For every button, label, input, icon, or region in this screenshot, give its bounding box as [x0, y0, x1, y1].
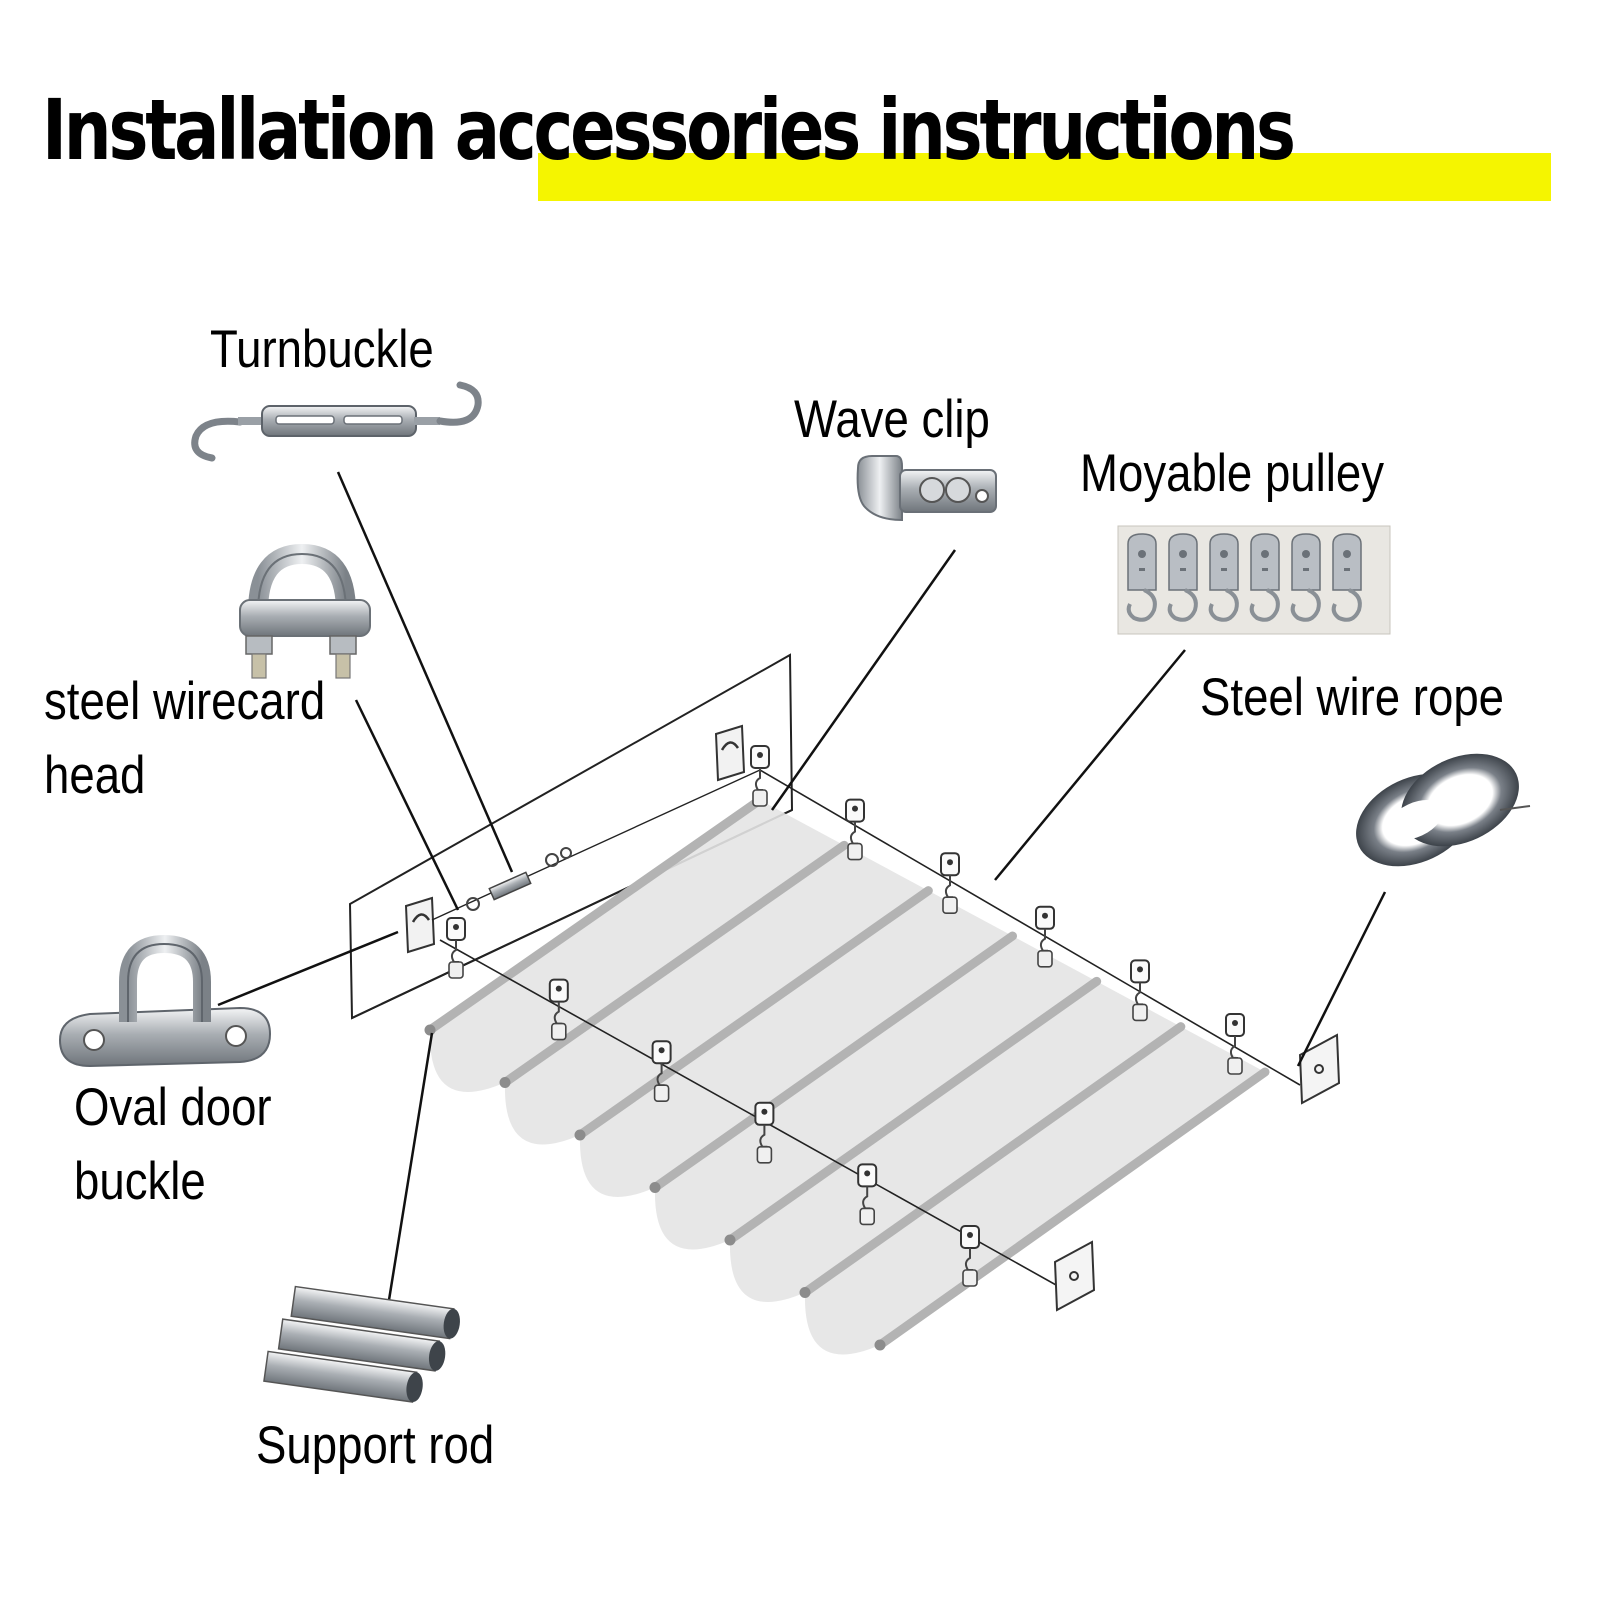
support-rod-5	[725, 976, 1102, 1245]
pulley-back-6	[1225, 1013, 1245, 1075]
pulley-back-4	[1035, 905, 1055, 968]
pulley-sample-4	[1249, 533, 1280, 622]
label-wave-clip: Wave clip	[794, 390, 990, 449]
support-rod-2	[500, 840, 849, 1087]
pulley-front-2	[548, 978, 569, 1041]
page-title: Installation accessories instructions	[42, 81, 1296, 179]
pulley-sample-5	[1290, 533, 1321, 622]
pulley-back-2	[845, 798, 865, 861]
label-wirecard-head-line1: steel wirecard	[44, 672, 326, 731]
wall-plate-right	[714, 724, 746, 782]
wave-clip-icon	[856, 455, 997, 522]
oval-door-buckle-icon	[58, 934, 272, 1068]
label-wirecard-head-line2: head	[44, 746, 146, 805]
ground-plate-back	[1298, 1033, 1341, 1105]
label-movable-pulley: Moyable pulley	[1080, 444, 1385, 503]
leader-lines	[217, 471, 1387, 1301]
turnbuckle-icon	[191, 381, 482, 462]
support-rod-end-7	[874, 1339, 886, 1351]
pulley-sample-6	[1331, 533, 1362, 622]
support-rod-1	[425, 795, 765, 1035]
wire-rope-coil-icon	[1356, 753, 1531, 867]
pulley-back-1	[750, 745, 770, 807]
pulleys-group	[446, 745, 1245, 1287]
support-rod-4	[650, 931, 1017, 1192]
support-rod-end-3	[574, 1129, 586, 1141]
label-steel-wire-rope: Steel wire rope	[1200, 668, 1505, 727]
label-oval-door-buckle-line1: Oval door	[74, 1078, 272, 1137]
ground-plate-front	[1053, 1240, 1096, 1312]
wall-plate-left	[404, 896, 436, 954]
leader-wire-rope	[1296, 891, 1387, 1067]
support-rod-end-6	[799, 1287, 811, 1298]
movable-pulley-icon	[1117, 525, 1391, 635]
pulley-sample-1	[1126, 533, 1157, 622]
support-rod-end-5	[724, 1234, 736, 1246]
support-rod-icon	[263, 1285, 460, 1403]
pulley-sample-2	[1167, 533, 1198, 622]
leader-movable-pulley	[994, 649, 1186, 881]
leader-turnbuckle	[336, 471, 514, 873]
support-rod-7	[875, 1067, 1270, 1350]
label-oval-door-buckle-line2: buckle	[74, 1152, 206, 1211]
label-turnbuckle: Turnbuckle	[210, 320, 434, 379]
leader-oval-door-buckle	[217, 930, 399, 1007]
pulley-front-3	[651, 1040, 672, 1102]
support-rod-end-1	[424, 1024, 436, 1036]
installed-turnbuckle	[466, 847, 572, 911]
leader-wirecard-head	[354, 699, 460, 911]
label-support-rod: Support rod	[256, 1416, 495, 1475]
pulley-front-5	[857, 1163, 878, 1226]
pulley-sample-3	[1208, 533, 1239, 622]
pulley-front-6	[960, 1225, 980, 1287]
support-rods-group	[424, 795, 1270, 1351]
pulley-back-3	[940, 852, 960, 915]
pulley-back-5	[1130, 959, 1150, 1022]
pulley-front-4	[754, 1101, 775, 1164]
title-highlight	[538, 153, 1551, 201]
support-rod-3	[575, 886, 933, 1140]
leader-wave-clip	[770, 549, 957, 811]
wire-clip-icon	[239, 543, 371, 679]
support-rod-end-4	[649, 1182, 661, 1193]
support-rod-6	[800, 1022, 1186, 1297]
pulley-front-1	[446, 917, 466, 979]
support-rod-end-2	[499, 1077, 511, 1088]
leader-support-rod	[387, 1032, 434, 1301]
